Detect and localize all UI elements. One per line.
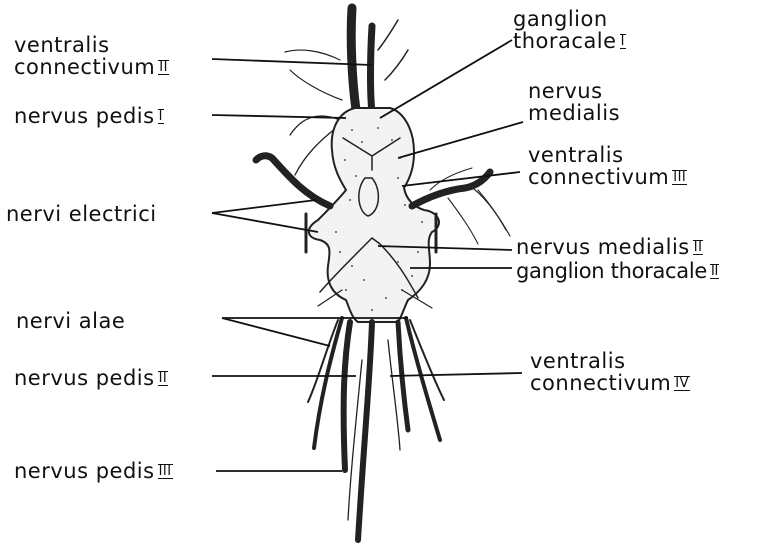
roman-numeral: II — [710, 264, 719, 279]
label-line-1: nervus — [528, 80, 620, 102]
label-line-2-text: connectivum — [528, 165, 669, 189]
roman-numeral: II — [158, 60, 169, 75]
ganglion-body — [309, 108, 439, 322]
label-line-1: ventralis — [14, 34, 169, 56]
roman-numeral: I — [620, 34, 626, 49]
anterior-connectives — [285, 8, 408, 112]
label-text: nervus pedis — [14, 459, 155, 483]
roman-numeral: II — [158, 371, 169, 386]
label-line-2-text: connectivum — [14, 55, 155, 79]
label-nervus-medialis: nervus medialis — [528, 80, 620, 124]
label-text: nervi alae — [16, 309, 125, 333]
label-text: nervus pedis — [14, 366, 155, 390]
label-line-1: ventralis — [530, 350, 690, 372]
label-nervi-alae: nervi alae — [16, 310, 125, 332]
label-nervi-electrici: nervi electrici — [6, 203, 157, 225]
roman-numeral: III — [158, 464, 173, 479]
label-line-2-text: thoracale — [513, 29, 617, 53]
label-text: nervus medialis — [516, 235, 690, 259]
roman-numeral: II — [693, 240, 704, 255]
label-line-1: ventralis — [528, 144, 687, 166]
label-text: nervus pedis — [14, 104, 155, 128]
roman-numeral: I — [158, 109, 164, 124]
roman-numeral: III — [672, 170, 687, 185]
label-line-2-text: connectivum — [530, 371, 671, 395]
label-line-1: ganglion — [513, 8, 626, 30]
label-text: ganglion thoracale — [516, 259, 707, 283]
posterior-nerves — [308, 318, 444, 540]
label-line-2: medialis — [528, 102, 620, 124]
label-text: nervi electrici — [6, 202, 157, 226]
roman-numeral: IV — [674, 376, 690, 391]
